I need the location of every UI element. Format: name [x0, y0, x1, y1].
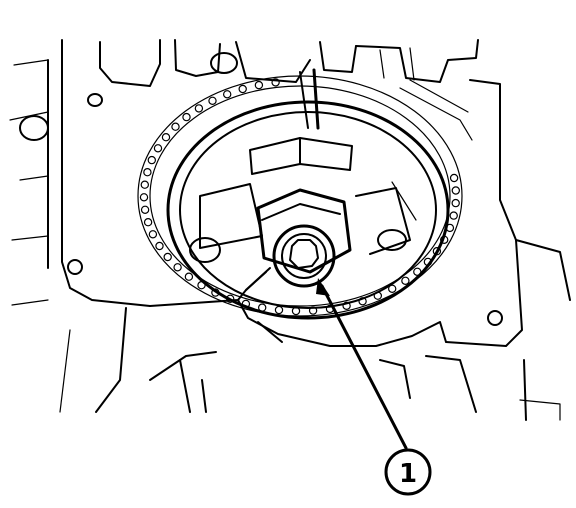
chain-link	[182, 112, 191, 122]
chain-link	[184, 272, 194, 281]
chain-link	[388, 284, 397, 293]
camshaft-sprocket-icon	[166, 68, 450, 320]
callout-1: 1	[316, 278, 432, 496]
chain-link	[155, 241, 164, 251]
chain-link	[274, 305, 284, 315]
chain-link	[451, 198, 460, 208]
chain-link	[143, 167, 152, 177]
chain-link	[139, 193, 149, 202]
chain-link	[449, 173, 459, 183]
chain-link	[254, 80, 264, 90]
chain-link	[449, 211, 458, 220]
chain-link	[171, 122, 180, 131]
chain-link	[173, 263, 182, 272]
chain-link	[143, 217, 153, 227]
chain-link	[161, 132, 171, 142]
chain-link	[163, 252, 172, 262]
chain-link	[153, 144, 163, 153]
sprocket-bolt-icon	[245, 224, 336, 291]
chain-link	[140, 205, 150, 214]
chain-link	[222, 90, 232, 99]
timing-chain-icon	[137, 75, 473, 317]
chain-link	[342, 301, 351, 310]
chain-link	[140, 180, 149, 189]
chain-link	[238, 84, 247, 94]
chain-link	[401, 276, 410, 285]
chain-link	[147, 155, 156, 165]
chain-link	[271, 78, 280, 87]
chain-link	[451, 186, 460, 195]
chain-link	[148, 230, 158, 239]
chain-link	[194, 104, 204, 113]
chain-link	[208, 96, 217, 106]
callout-1-label: 1	[399, 459, 417, 489]
